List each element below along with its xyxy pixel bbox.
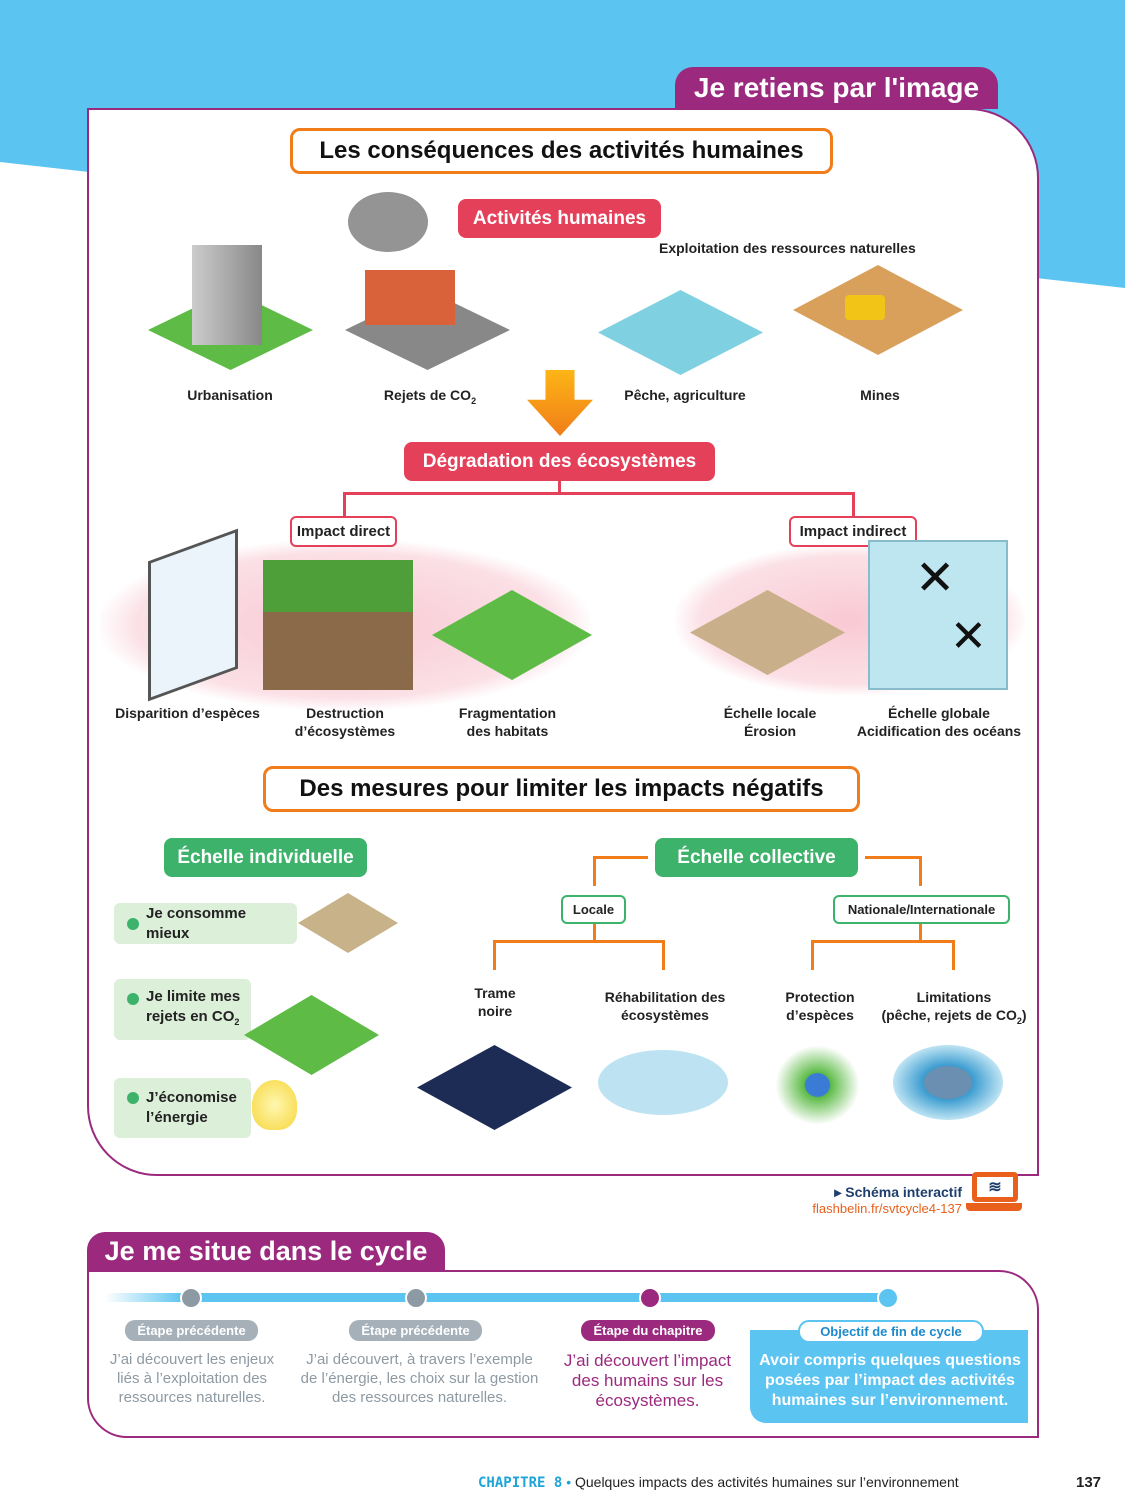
tuna-illustration bbox=[893, 1045, 1003, 1120]
cycle-tab-title: Je me situe dans le cycle bbox=[87, 1232, 445, 1271]
timeline-dot-goal bbox=[877, 1287, 899, 1309]
impact-direct-label: Impact direct bbox=[290, 516, 397, 547]
local-label: Locale bbox=[561, 895, 626, 924]
smoke-icon bbox=[348, 192, 428, 252]
impact-indirect-label: Impact indirect bbox=[789, 516, 917, 547]
cross-icon: ✕ bbox=[915, 552, 956, 605]
eagle-illustration bbox=[598, 1050, 728, 1115]
step-tag: Étape précédente bbox=[349, 1320, 482, 1341]
connector bbox=[493, 940, 496, 970]
cycle-panel bbox=[87, 1270, 1039, 1438]
cross-icon: ✕ bbox=[950, 612, 987, 661]
ecosystem-destruction-illustration bbox=[263, 560, 413, 690]
connector bbox=[558, 481, 561, 494]
connector bbox=[593, 856, 648, 859]
resources-label: Exploitation des ressources naturelles bbox=[659, 240, 916, 256]
step-text: J’ai découvert, à travers l’exemple de l… bbox=[300, 1351, 539, 1406]
connector bbox=[865, 856, 920, 859]
step-text-current: J’ai découvert l’impact des humains sur … bbox=[563, 1351, 732, 1410]
page-number: 137 bbox=[1076, 1474, 1102, 1491]
direct-item-species: Disparition d’espèces bbox=[115, 705, 260, 721]
activity-urbanisation: Urbanisation bbox=[187, 387, 273, 403]
connector bbox=[811, 940, 814, 970]
timeline-dot-current bbox=[639, 1287, 661, 1309]
activity-co2: Rejets de CO2 bbox=[383, 387, 477, 406]
buildings-icon bbox=[192, 245, 262, 345]
factory-icon bbox=[365, 270, 455, 325]
timeline-dot bbox=[405, 1287, 427, 1309]
goal-text: Avoir compris quelques questions posées … bbox=[759, 1352, 1021, 1409]
national-label: Nationale/Internationale bbox=[833, 895, 1010, 924]
interactive-url[interactable]: flashbelin.fr/svtcycle4-137 bbox=[812, 1201, 962, 1216]
section-tab-title: Je retiens par l'image bbox=[675, 67, 998, 109]
connector bbox=[343, 492, 855, 495]
laptop-wifi-icon[interactable]: ≋ bbox=[972, 1172, 1018, 1202]
degradation-label: Dégradation des écosystèmes bbox=[404, 442, 715, 481]
goal-box bbox=[750, 1330, 1028, 1423]
connector bbox=[593, 856, 596, 886]
connector bbox=[811, 940, 955, 943]
step-text: J’ai découvert les enjeux liés à l’explo… bbox=[109, 1351, 275, 1406]
goal-tag: Objectif de fin de cycle bbox=[798, 1320, 984, 1343]
section-title-measures: Des mesures pour limiter les impacts nég… bbox=[263, 766, 860, 812]
connector bbox=[852, 492, 855, 517]
flower-illustration bbox=[775, 1045, 860, 1125]
connector bbox=[952, 940, 955, 970]
step-tag-current: Étape du chapitre bbox=[581, 1320, 715, 1341]
connector bbox=[919, 924, 922, 941]
individual-item-consume: Je consomme mieux bbox=[114, 903, 297, 944]
connector bbox=[662, 940, 665, 970]
collective-scale-label: Échelle collective bbox=[655, 838, 858, 877]
laptop-base-icon bbox=[966, 1203, 1022, 1211]
ocean-acidification-illustration bbox=[868, 540, 1008, 690]
measure-limitations: Limitations(pêche, rejets de CO2) bbox=[881, 989, 1027, 1026]
step-tag: Étape précédente bbox=[125, 1320, 258, 1341]
activity-fishing: Pêche, agriculture bbox=[624, 387, 746, 403]
excavator-icon bbox=[845, 295, 885, 320]
activity-mines: Mines bbox=[860, 387, 900, 403]
interactive-schema-link[interactable]: ▸ Schéma interactif bbox=[834, 1184, 962, 1200]
connector bbox=[593, 924, 596, 941]
connector bbox=[343, 492, 346, 517]
activities-label: Activités humaines bbox=[458, 199, 661, 238]
footer-chapter: CHAPITRE 8 • Quelques impacts des activi… bbox=[478, 1474, 959, 1491]
individual-scale-label: Échelle individuelle bbox=[164, 838, 367, 877]
connector bbox=[493, 940, 665, 943]
timeline-bar bbox=[105, 1293, 890, 1302]
light-bulb-icon bbox=[252, 1080, 297, 1130]
connector bbox=[919, 856, 922, 886]
timeline-dot bbox=[180, 1287, 202, 1309]
section-title-consequences: Les conséquences des activités humaines bbox=[290, 128, 833, 174]
